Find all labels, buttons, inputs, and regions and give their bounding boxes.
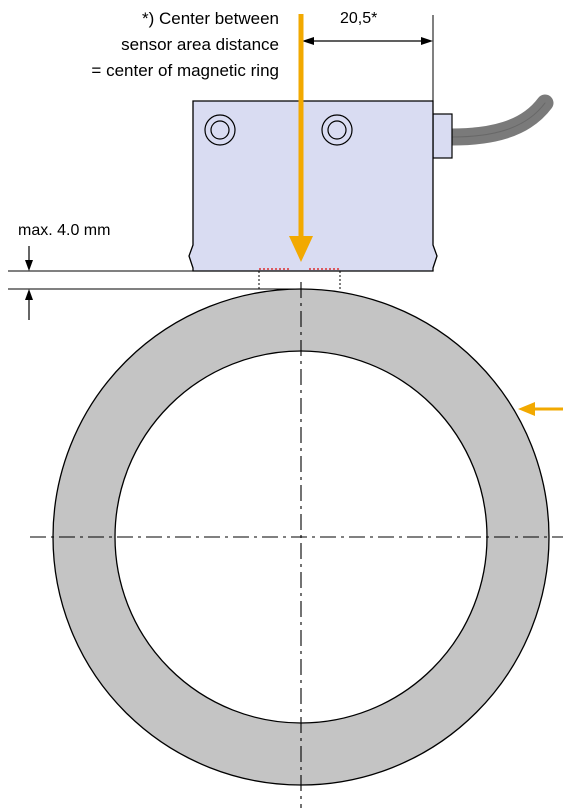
- rotation-direction-arrow: [518, 402, 563, 416]
- center-note-line-3: = center of magnetic ring: [91, 61, 279, 80]
- center-note: *) Center between sensor area distance =…: [91, 6, 279, 84]
- center-arrow: [289, 14, 313, 262]
- max-gap-label: max. 4.0 mm: [18, 222, 111, 239]
- sensor-cable-outline: [451, 102, 546, 138]
- mounting-hole-right: [321, 114, 353, 146]
- cable-connector: [432, 113, 453, 159]
- center-note-line-2: sensor area distance: [121, 35, 279, 54]
- center-note-line-1: *) Center between: [141, 9, 279, 28]
- sensor-area-extension-lines: [258, 271, 341, 289]
- sensor-head: [188, 100, 438, 272]
- gap-arrow-top: [25, 246, 33, 271]
- mounting-hole-left: [204, 114, 236, 146]
- gap-arrow-bottom: [25, 289, 33, 320]
- dim-20-5-line: [302, 37, 433, 45]
- center-offset-label: 20,5*: [340, 10, 378, 27]
